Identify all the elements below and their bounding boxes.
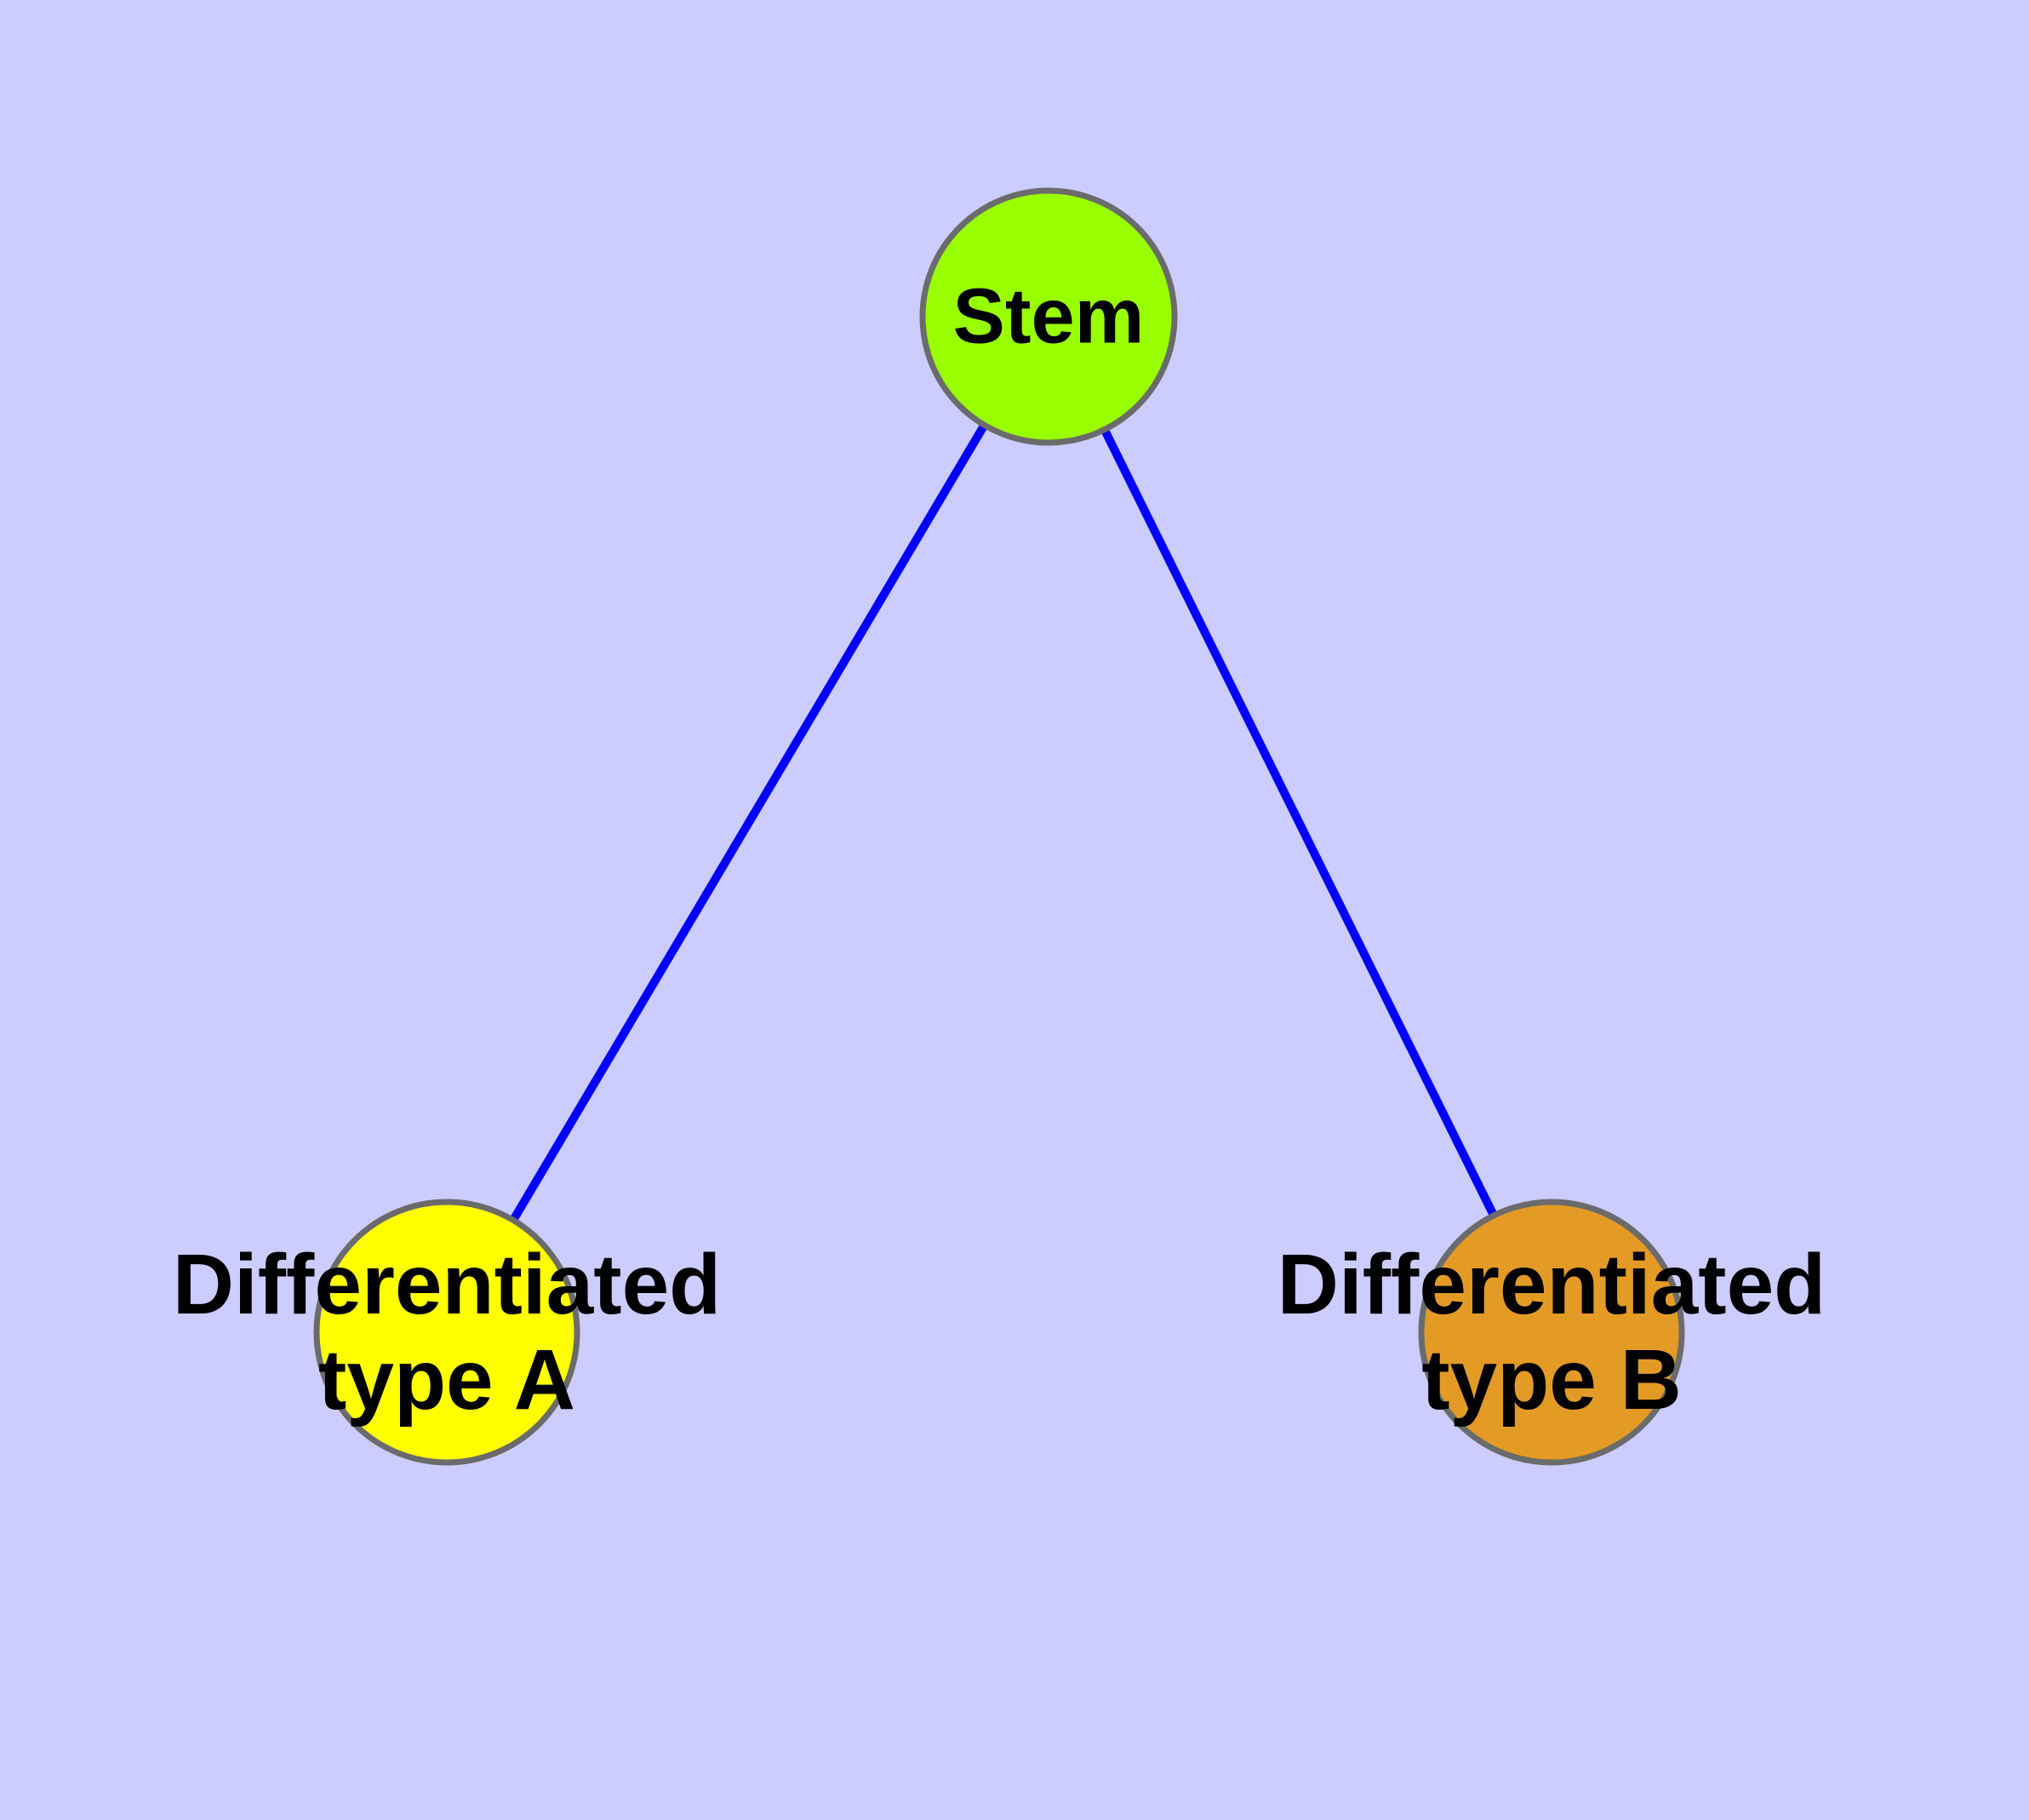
edge-stem-to-a [509, 422, 988, 1222]
edge-stem-to-b [1100, 427, 1498, 1218]
nodes-layer [313, 187, 1685, 1466]
node-diff_b[interactable] [1418, 1199, 1685, 1466]
node-diff_a[interactable] [313, 1199, 580, 1466]
node-stem[interactable] [919, 187, 1178, 446]
edges-layer [509, 422, 1498, 1222]
